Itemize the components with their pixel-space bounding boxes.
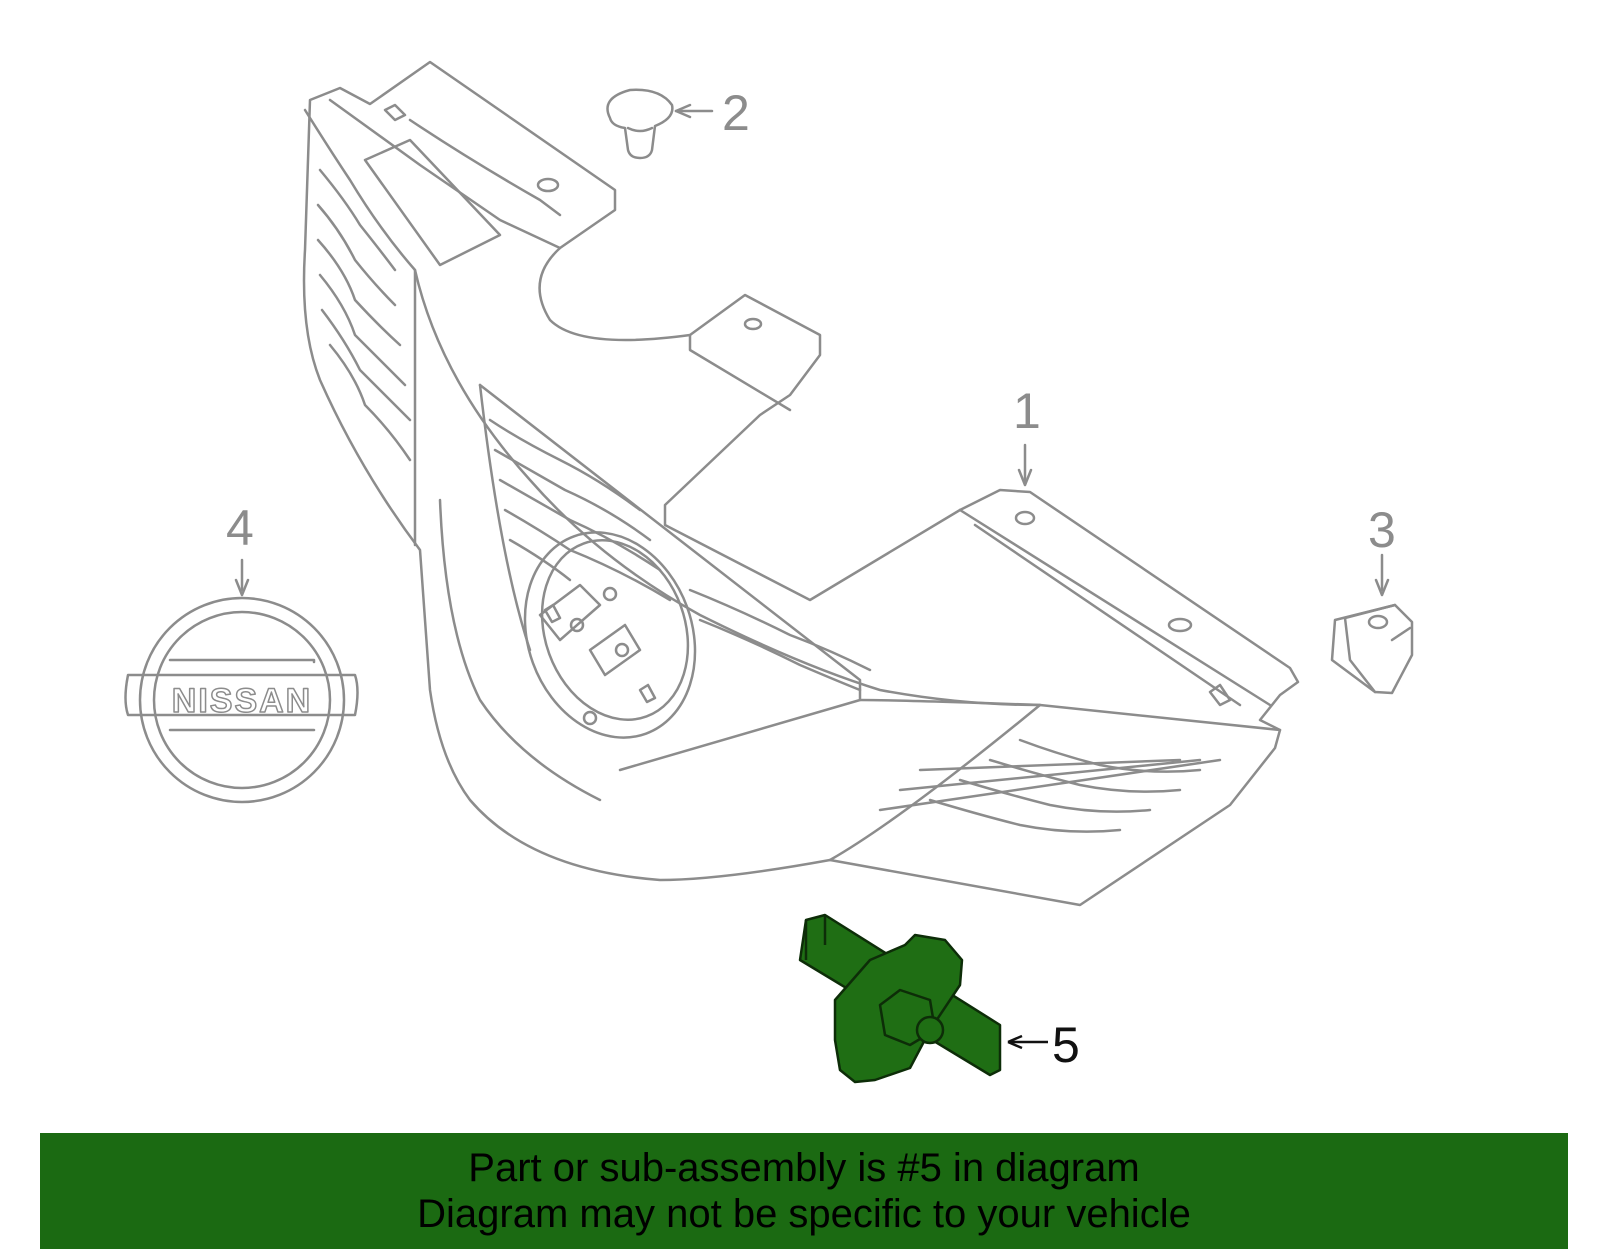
callout-2: 2 [722,85,750,141]
banner-line-1: Part or sub-assembly is #5 in diagram [468,1146,1140,1190]
info-banner: Part or sub-assembly is #5 in diagram Di… [40,1133,1568,1249]
callout-5: 5 [1052,1017,1080,1073]
callout-3: 3 [1368,502,1396,558]
emblem-logo-text: NISSAN [172,682,312,720]
grille-part [302,60,1300,907]
exploded-parts-diagram: NISSAN [124,60,1414,1084]
clip-part [606,88,714,160]
emblem-part: NISSAN [124,558,359,804]
camera-part [798,913,1048,1084]
callout-4: 4 [226,500,254,556]
bracket-part [1330,553,1414,695]
callout-1: 1 [1013,383,1041,439]
banner-line-2: Diagram may not be specific to your vehi… [417,1192,1191,1236]
